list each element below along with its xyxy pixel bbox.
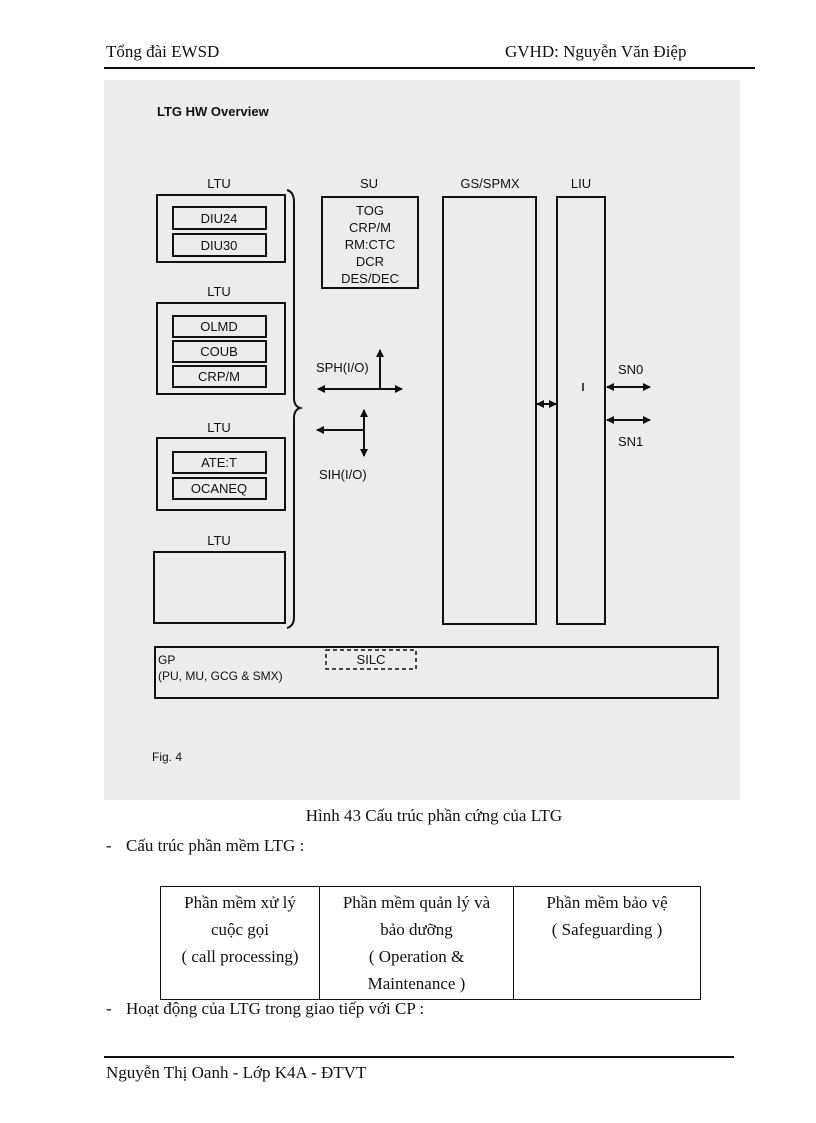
atet-label: ATE:T bbox=[201, 455, 237, 470]
silc-box bbox=[325, 649, 417, 670]
gs-spmx-box bbox=[442, 196, 537, 625]
diagram-title: LTG HW Overview bbox=[157, 104, 270, 119]
coub-label: COUB bbox=[200, 344, 238, 359]
diu30-label: DIU30 bbox=[201, 238, 238, 253]
ltg-hardware-figure: LTG HW Overview LTU DIU24 DIU30 LTU OLMD… bbox=[104, 80, 740, 800]
page-header-right: GVHD: Nguyễn Văn Điệp bbox=[505, 42, 687, 61]
ltu-label-4: LTU bbox=[207, 533, 231, 548]
diu24-label: DIU24 bbox=[201, 211, 238, 226]
table-cell-line: ( Safeguarding ) bbox=[551, 920, 663, 939]
ltg-diagram: LTG HW Overview LTU DIU24 DIU30 LTU OLMD… bbox=[152, 104, 719, 764]
figure-caption: Hình 43 Cấu trúc phần cứng của LTG bbox=[305, 806, 563, 825]
fig-label: Fig. 4 bbox=[152, 750, 182, 764]
ltu-label-1: LTU bbox=[207, 176, 231, 191]
su-line-rmctc: RM:CTC bbox=[345, 237, 396, 252]
table-cell-line: ( Operation & bbox=[368, 947, 465, 966]
table-cell-line: bảo dưỡng bbox=[380, 920, 453, 939]
table-cell-line: Phần mềm xử lý bbox=[184, 893, 296, 912]
su-line-tog: TOG bbox=[356, 203, 384, 218]
diu24-box bbox=[172, 206, 267, 230]
ltu-brace bbox=[286, 189, 304, 629]
ltu-box-2 bbox=[156, 302, 286, 395]
table-cell-line: ( call processing) bbox=[181, 947, 299, 966]
ltu-box-1 bbox=[156, 194, 286, 263]
sih-label: SIH(I/O) bbox=[319, 467, 367, 482]
sn0-label: SN0 bbox=[618, 362, 643, 377]
olmd-label: OLMD bbox=[200, 319, 238, 334]
olmd-box bbox=[172, 315, 267, 338]
liu-box bbox=[556, 196, 606, 625]
ltu-label-2: LTU bbox=[207, 284, 231, 299]
gp-label: GP bbox=[158, 653, 175, 667]
ltu-box-3 bbox=[156, 437, 286, 511]
coub-box bbox=[172, 340, 267, 363]
table-cell-line: Phần mềm quản lý và bbox=[342, 893, 491, 912]
su-box bbox=[321, 196, 419, 289]
diu30-box bbox=[172, 233, 267, 257]
sph-label: SPH(I/O) bbox=[316, 360, 369, 375]
su-line-crpm: CRP/M bbox=[349, 220, 391, 235]
gp-box bbox=[154, 646, 719, 699]
crpm-ltu-label: CRP/M bbox=[198, 369, 240, 384]
page-footer: Nguyễn Thị Oanh - Lớp K4A - ĐTVT bbox=[106, 1063, 367, 1082]
sn1-label: SN1 bbox=[618, 434, 643, 449]
bullet-ltg-cp-operation: -Hoạt động của LTG trong giao tiếp với C… bbox=[106, 999, 424, 1019]
header-rule bbox=[104, 67, 755, 69]
table-cell-operation-maintenance: Phần mềm quản lý và bảo dưỡng ( Operatio… bbox=[319, 886, 514, 1000]
table-cell-line: Maintenance ) bbox=[367, 974, 466, 993]
su-line-desdec: DES/DEC bbox=[341, 271, 399, 286]
atet-box bbox=[172, 451, 267, 474]
bullet-text: Cấu trúc phần mềm LTG : bbox=[126, 836, 305, 855]
table-row: Phần mềm xử lý cuộc gọi ( call processin… bbox=[160, 886, 701, 1000]
table-cell-safeguarding: Phần mềm bảo vệ ( Safeguarding ) bbox=[513, 886, 701, 1000]
software-table: Phần mềm xử lý cuộc gọi ( call processin… bbox=[160, 886, 701, 1000]
ltu-label-3: LTU bbox=[207, 420, 231, 435]
gp-sub-label: (PU, MU, GCG & SMX) bbox=[158, 669, 283, 683]
ocaneq-box bbox=[172, 477, 267, 500]
su-label: SU bbox=[360, 176, 378, 191]
page-header-left: Tổng đài EWSD bbox=[106, 42, 220, 61]
gs-spmx-label: GS/SPMX bbox=[460, 176, 520, 191]
table-cell-line: Phần mềm bảo vệ bbox=[546, 893, 668, 912]
liu-label: LIU bbox=[571, 176, 591, 191]
footer-rule bbox=[104, 1056, 734, 1058]
ltu-box-4 bbox=[153, 551, 286, 624]
bullet-software-structure: -Cấu trúc phần mềm LTG : bbox=[106, 836, 304, 856]
bullet-text: Hoạt động của LTG trong giao tiếp với CP… bbox=[126, 999, 425, 1018]
ocaneq-label: OCANEQ bbox=[191, 481, 247, 496]
table-cell-call-processing: Phần mềm xử lý cuộc gọi ( call processin… bbox=[160, 886, 320, 1000]
silc-label: SILC bbox=[357, 652, 386, 667]
bullet-dash: - bbox=[106, 999, 112, 1018]
crpm-box-ltu bbox=[172, 365, 267, 388]
bullet-dash: - bbox=[106, 836, 112, 855]
table-cell-line: cuộc gọi bbox=[210, 920, 270, 939]
su-line-dcr: DCR bbox=[356, 254, 384, 269]
